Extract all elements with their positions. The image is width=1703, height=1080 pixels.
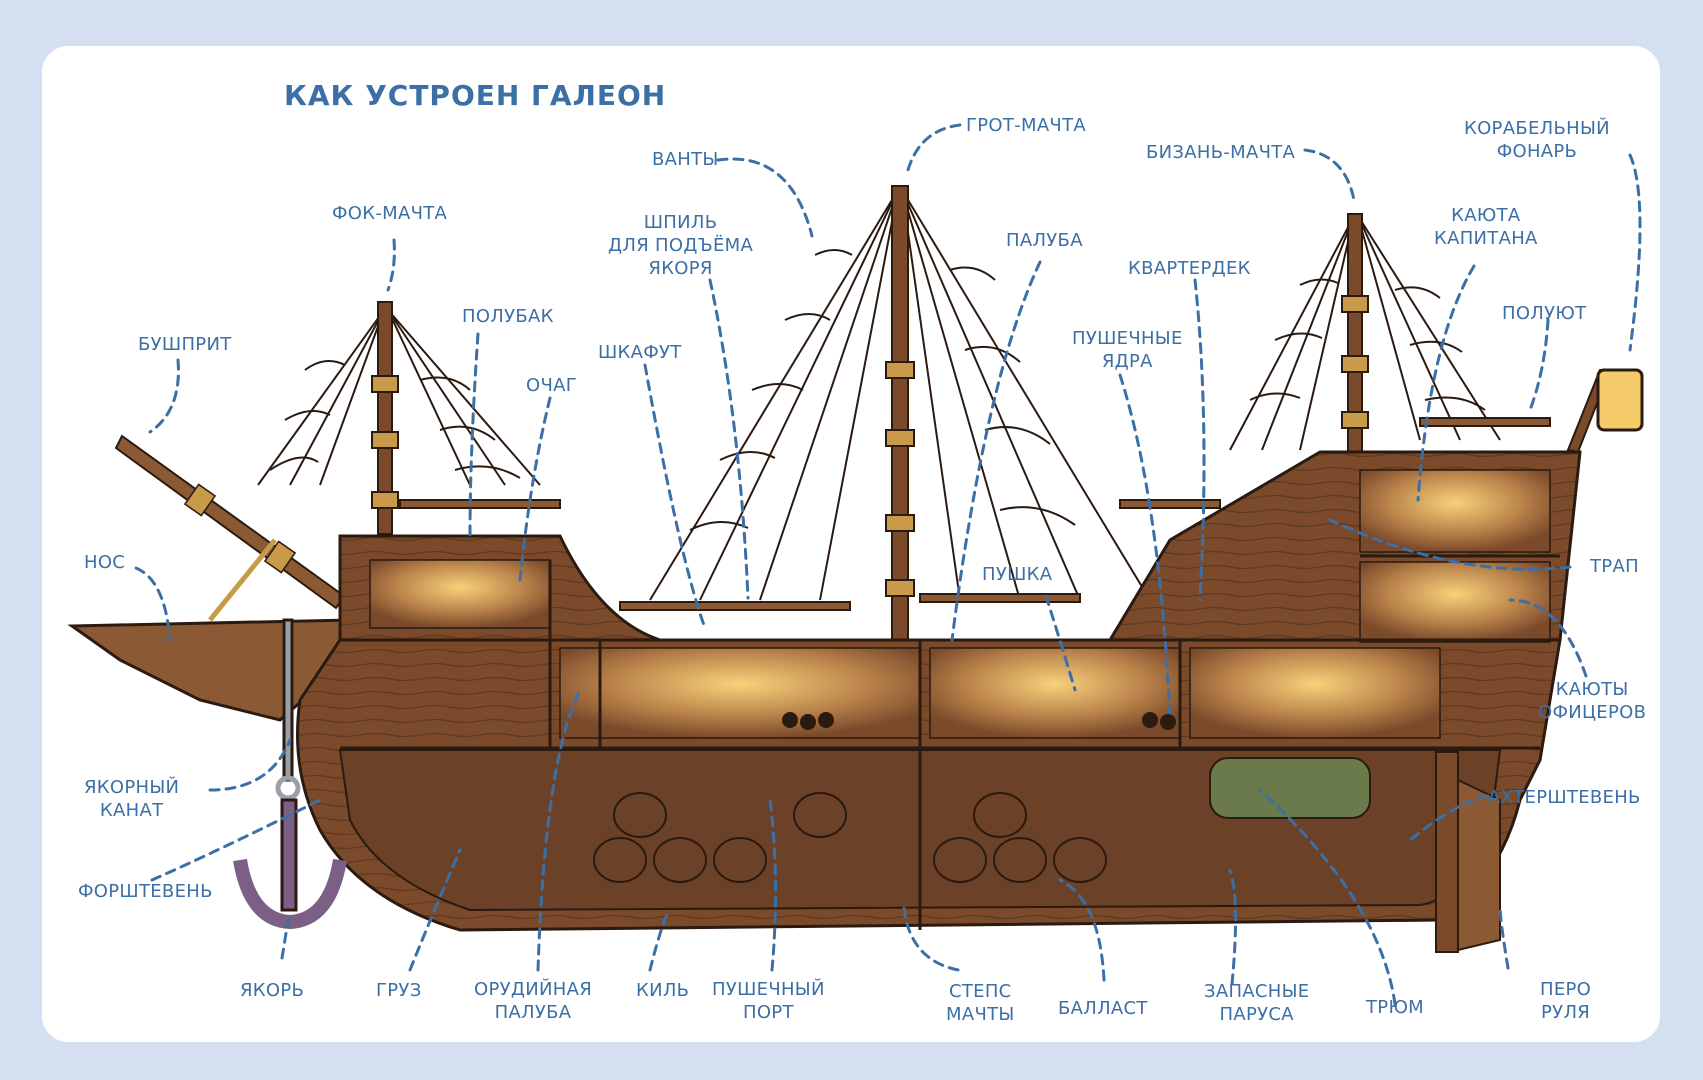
label-kvarterdek: КВАРТЕРДЕК [1128, 258, 1251, 279]
label-yakor: ЯКОРЬ [240, 980, 305, 1001]
label-steps-machty: СТЕПС МАЧТЫ [946, 981, 1015, 1025]
label-shkafut: ШКАФУТ [598, 342, 682, 363]
label-bushprit: БУШПРИТ [138, 334, 232, 355]
label-pushka: ПУШКА [982, 564, 1053, 585]
masts [371, 185, 1369, 642]
label-gruz: ГРУЗ [376, 980, 422, 1001]
label-korabelny-fonar: КОРАБЕЛЬНЫЙ ФОНАРЬ [1464, 118, 1610, 162]
label-forshteven: ФОРШТЕВЕНЬ [78, 881, 213, 902]
label-kil: КИЛЬ [636, 980, 690, 1001]
label-tryum: ТРЮМ [1366, 997, 1425, 1018]
label-polyut: ПОЛУЮТ [1502, 303, 1587, 324]
label-polubak: ПОЛУБАК [462, 306, 554, 327]
shrouds-rigging [257, 189, 1501, 601]
label-pushechnye-yadra: ПУШЕЧНЫЕ ЯДРА [1072, 328, 1183, 372]
page-title: КАК УСТРОЕН ГАЛЕОН [284, 79, 667, 112]
label-pushechny-port: ПУШЕЧНЫЙ ПОРТ [712, 979, 825, 1023]
anchor [233, 618, 347, 930]
label-ochag: ОЧАГ [526, 375, 577, 396]
label-grot-machta: ГРОТ-МАЧТА [966, 115, 1086, 136]
label-paluba: ПАЛУБА [1006, 230, 1083, 251]
label-arrows [134, 123, 1642, 1006]
bowsprit [114, 434, 346, 622]
label-yakorny-kanat: ЯКОРНЫЙ КАНАТ [84, 777, 180, 821]
label-bizan-machta: БИЗАНЬ-МАЧТА [1146, 142, 1296, 163]
label-orudiynaya-paluba: ОРУДИЙНАЯ ПАЛУБА [474, 979, 593, 1023]
label-fok-machta: ФОК-МАЧТА [332, 203, 448, 224]
label-shpil: ШПИЛЬ ДЛЯ ПОДЪЁМА ЯКОРЯ [608, 212, 754, 279]
label-pero-rulya: ПЕРО РУЛЯ [1540, 979, 1592, 1023]
label-zapasnye-parusa: ЗАПАСНЫЕ ПАРУСА [1204, 981, 1310, 1025]
cabin-details [782, 712, 1176, 730]
label-achtershteven: АХТЕРШТЕВЕНЬ [1488, 787, 1641, 808]
label-kayuty-oficerov: КАЮТЫ ОФИЦЕРОВ [1538, 679, 1647, 723]
label-trap: ТРАП [1590, 556, 1639, 577]
spare-sails [1209, 757, 1371, 819]
label-kayuta-kapitana: КАЮТА КАПИТАНА [1434, 205, 1538, 249]
label-vanty: ВАНТЫ [652, 149, 719, 170]
label-nos: НОС [84, 552, 126, 573]
label-ballast: БАЛЛАСТ [1058, 998, 1148, 1019]
barrels [593, 792, 1107, 883]
